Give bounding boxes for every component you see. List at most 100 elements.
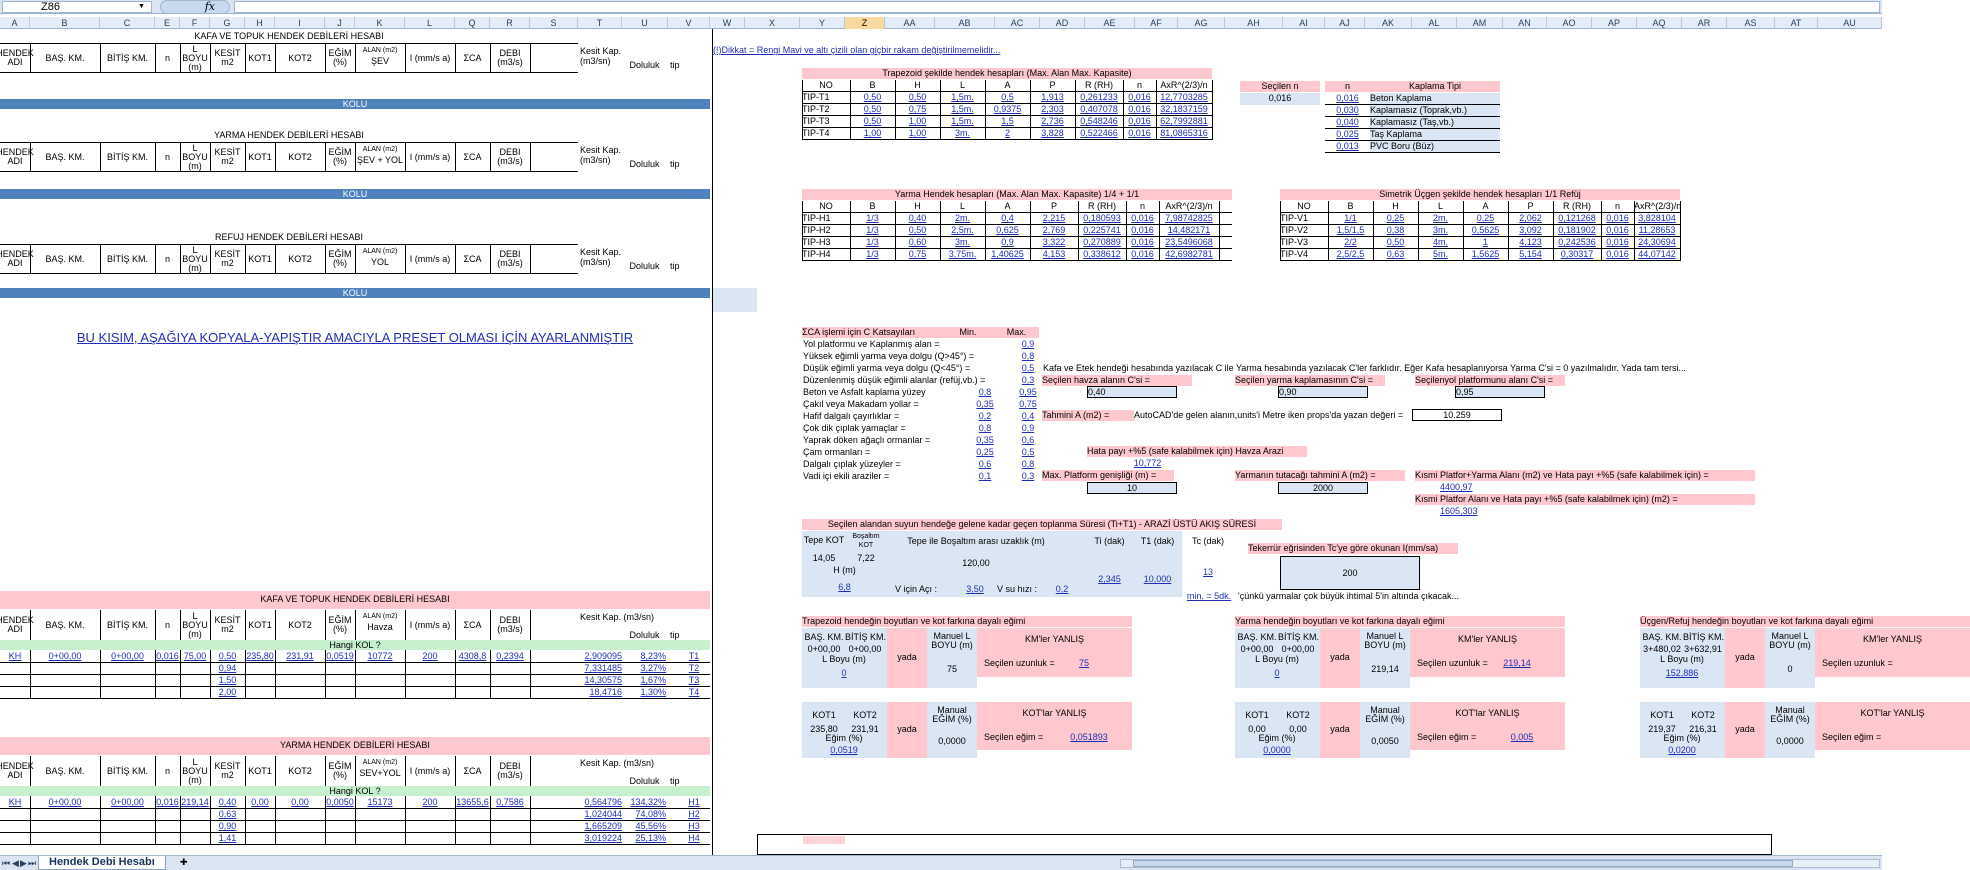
- table-cell[interactable]: 0,016: [1128, 116, 1151, 126]
- table-cell[interactable]: 0,30317: [1560, 249, 1594, 259]
- table-cell[interactable]: 1,00: [908, 128, 927, 138]
- table-cell[interactable]: 3,092: [1519, 225, 1542, 235]
- egim-value[interactable]: 0,0519: [830, 745, 858, 755]
- tip-cell[interactable]: T2: [688, 663, 700, 673]
- table-cell[interactable]: 0,016: [1131, 237, 1154, 247]
- table-cell[interactable]: 0,016: [156, 651, 179, 661]
- table-cell[interactable]: 3,828: [1041, 128, 1064, 138]
- v-icin-value[interactable]: 3,50: [966, 584, 984, 594]
- table-cell[interactable]: 0+00,00: [111, 797, 144, 807]
- table-cell[interactable]: 0+00,00: [48, 797, 82, 807]
- table-cell[interactable]: 2m.: [954, 213, 970, 223]
- doluluk-cell[interactable]: 25,13%: [635, 833, 666, 843]
- column-header-c[interactable]: C: [100, 17, 155, 29]
- table-cell[interactable]: 1,5m.: [951, 92, 974, 102]
- column-header-ad[interactable]: AD: [1040, 17, 1085, 29]
- table-cell[interactable]: 75,00: [183, 651, 207, 661]
- table-cell[interactable]: 1,913: [1041, 92, 1064, 102]
- manual-egim-value[interactable]: 0,0000: [938, 736, 966, 746]
- column-header-aa[interactable]: AA: [885, 17, 935, 29]
- name-box[interactable]: Z86: [2, 1, 152, 13]
- table-cell[interactable]: 81,0865316: [1160, 128, 1208, 138]
- column-header-al[interactable]: AL: [1412, 17, 1457, 29]
- table-cell[interactable]: KH: [8, 797, 22, 807]
- secilen-egim-value[interactable]: 0,005: [1510, 732, 1534, 742]
- table-cell[interactable]: 0,63: [1386, 249, 1405, 259]
- tc-value[interactable]: 13: [1202, 567, 1213, 577]
- kapasite-cell[interactable]: 7,331485: [584, 663, 622, 673]
- table-cell[interactable]: 1,5m.: [951, 116, 974, 126]
- table-cell[interactable]: 3m.: [954, 237, 970, 247]
- doluluk-cell[interactable]: 45,56%: [635, 821, 666, 831]
- table-cell[interactable]: 14,482171: [1167, 225, 1211, 235]
- table-cell[interactable]: 4m.: [1432, 237, 1448, 247]
- column-header-ar[interactable]: AR: [1682, 17, 1727, 29]
- table-cell[interactable]: 1,00: [908, 116, 927, 126]
- table-cell[interactable]: 42,6982781: [1165, 249, 1213, 259]
- table-cell[interactable]: 0,50: [863, 104, 882, 114]
- column-header-at[interactable]: AT: [1775, 17, 1818, 29]
- table-cell[interactable]: 0,338612: [1083, 249, 1121, 259]
- table-cell[interactable]: 13655,6: [456, 797, 489, 807]
- table-cell[interactable]: 0,5625: [1471, 225, 1500, 235]
- table-cell[interactable]: 0,50: [218, 651, 237, 661]
- ca-max[interactable]: 0,4: [1021, 411, 1035, 421]
- table-cell[interactable]: 0,4: [1001, 213, 1014, 223]
- secilen-n-value[interactable]: 0,016: [1240, 93, 1320, 105]
- table-cell[interactable]: 62,7992881: [1160, 116, 1208, 126]
- table-cell[interactable]: 200: [422, 651, 438, 661]
- table-cell[interactable]: 0,016: [1131, 249, 1154, 259]
- table-cell[interactable]: 0,25: [1386, 213, 1405, 223]
- table-cell[interactable]: 1,41: [218, 833, 237, 843]
- table-cell[interactable]: 0,016: [1606, 249, 1629, 259]
- column-header-q[interactable]: Q: [455, 17, 490, 29]
- table-cell[interactable]: 0,25: [1476, 213, 1495, 223]
- n-value[interactable]: 0,016: [1336, 93, 1359, 103]
- kapasite-cell[interactable]: 14,30575: [584, 675, 622, 685]
- table-cell[interactable]: 1,5: [1001, 116, 1014, 126]
- insert-function-button[interactable]: fx: [160, 0, 230, 14]
- table-cell[interactable]: 219,14: [181, 797, 209, 807]
- table-cell[interactable]: 200: [422, 797, 438, 807]
- tip-cell[interactable]: T4: [688, 687, 700, 697]
- tc-min[interactable]: min. = 5dk.: [1186, 591, 1232, 601]
- table-cell[interactable]: 2,00: [218, 687, 237, 697]
- autocad-value[interactable]: 10.259: [1412, 409, 1502, 421]
- lboyu-value[interactable]: 0: [841, 668, 847, 678]
- table-cell[interactable]: 0,0050: [326, 797, 354, 807]
- table-cell[interactable]: 3m.: [954, 128, 970, 138]
- doluluk-cell[interactable]: 134,32%: [630, 797, 666, 807]
- horizontal-scrollbar[interactable]: [1120, 859, 1880, 868]
- table-cell[interactable]: 3,828104: [1638, 213, 1676, 223]
- column-header-ah[interactable]: AH: [1225, 17, 1283, 29]
- table-cell[interactable]: 0,016: [1606, 213, 1629, 223]
- sec-yarma-value[interactable]: 0,90: [1278, 386, 1368, 398]
- n-value[interactable]: 0,025: [1336, 129, 1359, 139]
- table-cell[interactable]: 1,40625: [991, 249, 1024, 259]
- ca-max[interactable]: 0,5: [1021, 363, 1035, 373]
- kapasite-cell[interactable]: 3,019224: [584, 833, 622, 843]
- column-header-ao[interactable]: AO: [1547, 17, 1592, 29]
- table-cell[interactable]: 0,016: [1131, 213, 1154, 223]
- table-cell[interactable]: 10772: [367, 651, 393, 661]
- ca-max[interactable]: 0,3: [1021, 471, 1035, 481]
- n-value[interactable]: 0,030: [1336, 105, 1359, 115]
- kapasite-cell[interactable]: 0,564796: [584, 797, 622, 807]
- table-cell[interactable]: 0,5: [1001, 92, 1014, 102]
- table-cell[interactable]: 3,75m.: [948, 249, 977, 259]
- table-cell[interactable]: 2,5/2,5: [1336, 249, 1365, 259]
- table-cell[interactable]: 15173: [367, 797, 393, 807]
- table-cell[interactable]: 0,016: [1606, 237, 1629, 247]
- ca-max[interactable]: 0,5: [1021, 447, 1035, 457]
- column-header-w[interactable]: W: [710, 17, 745, 29]
- table-cell[interactable]: 235,80: [246, 651, 274, 661]
- column-header-aq[interactable]: AQ: [1637, 17, 1682, 29]
- kismi1-value[interactable]: 4400,97: [1440, 482, 1473, 492]
- table-cell[interactable]: 1,00: [863, 128, 882, 138]
- tekerrur-value[interactable]: 200: [1280, 556, 1420, 590]
- table-cell[interactable]: 1,50: [218, 675, 237, 685]
- table-cell[interactable]: 0,181902: [1558, 225, 1596, 235]
- column-header-k[interactable]: K: [355, 17, 405, 29]
- table-cell[interactable]: 4308,8: [458, 651, 487, 661]
- table-cell[interactable]: 0,9375: [993, 104, 1022, 114]
